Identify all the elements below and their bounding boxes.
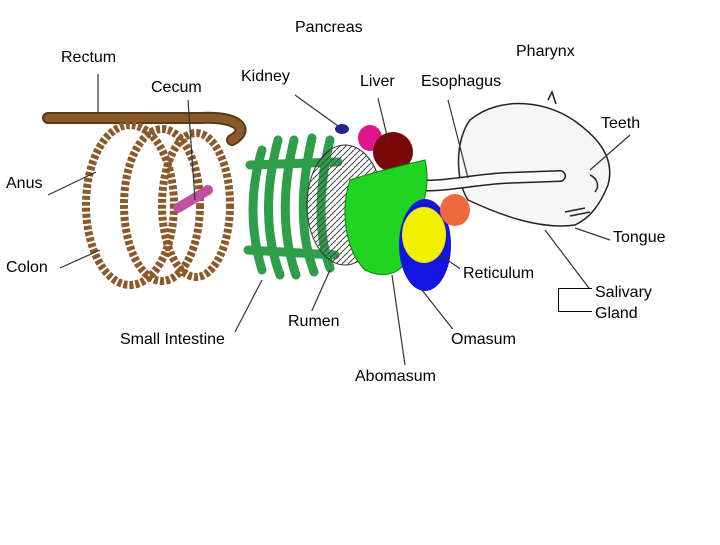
label-cecum: Cecum	[148, 77, 205, 98]
label-pharynx: Pharynx	[513, 41, 578, 62]
label-teeth: Teeth	[598, 113, 644, 134]
label-esophagus: Esophagus	[418, 71, 505, 92]
cow-head-outline	[457, 102, 611, 227]
label-pancreas: Pancreas	[292, 17, 366, 38]
label-kidney: Kidney	[238, 66, 293, 87]
kidney-organ	[335, 124, 349, 134]
colon-spiral	[82, 121, 234, 289]
label-salivary-gland: Salivary Gland	[592, 281, 688, 325]
answer-box	[558, 288, 594, 312]
spleen-organ	[440, 194, 470, 226]
label-anus: Anus	[3, 173, 46, 194]
label-rumen: Rumen	[285, 311, 343, 332]
liver-organ	[373, 132, 413, 172]
label-small-intestine: Small Intestine	[117, 329, 228, 350]
label-rectum: Rectum	[58, 47, 120, 68]
label-colon: Colon	[3, 257, 51, 278]
teeth-marks	[564, 207, 591, 217]
label-liver: Liver	[357, 71, 398, 92]
label-abomasum: Abomasum	[352, 366, 439, 387]
reticulum-organ	[402, 207, 446, 263]
label-omasum: Omasum	[448, 329, 519, 350]
label-reticulum: Reticulum	[460, 263, 538, 284]
small-intestine-coils	[243, 133, 343, 280]
nostril-outline	[589, 174, 599, 193]
label-tongue: Tongue	[610, 227, 669, 248]
ear-outline	[547, 90, 557, 105]
cecum-pouch	[173, 185, 213, 213]
